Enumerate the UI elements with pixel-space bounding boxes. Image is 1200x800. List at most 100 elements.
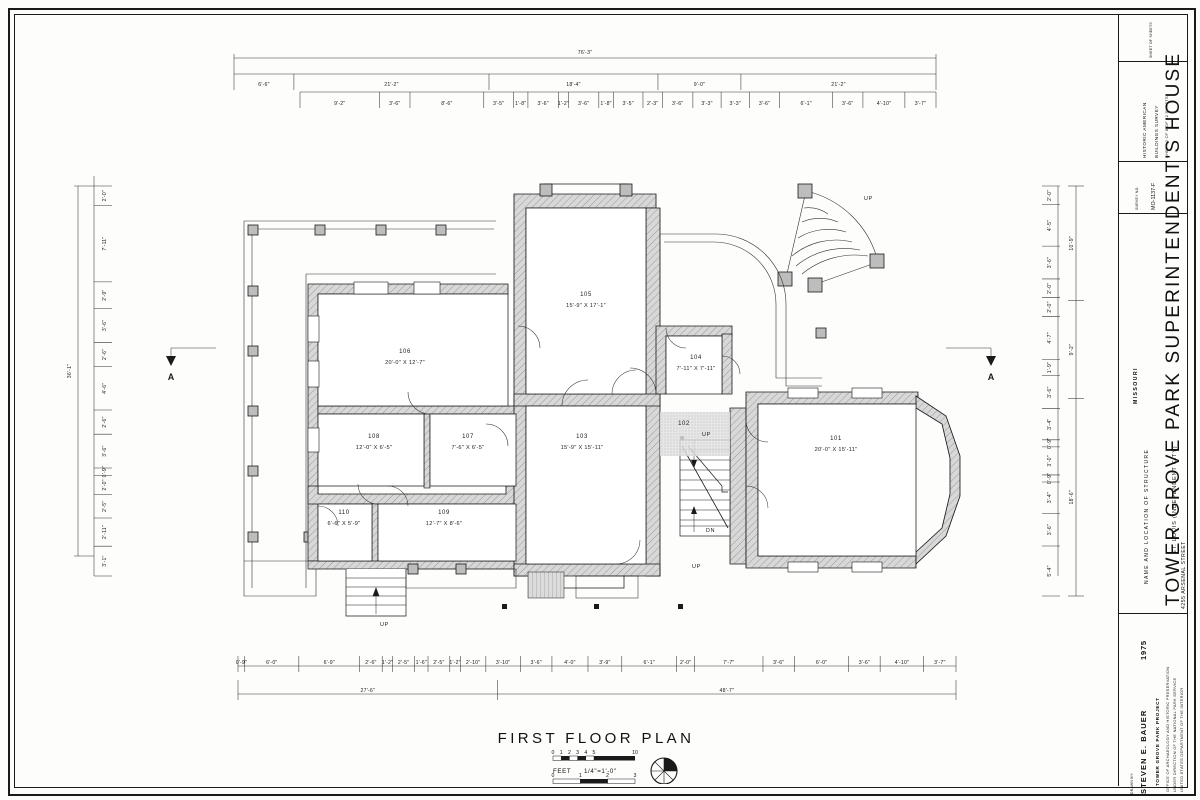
window-openings-101 (787, 387, 883, 573)
dim-bottom-18: 6'-0" (816, 660, 827, 666)
dim-right-8: 3'-4" (1047, 419, 1053, 430)
dim-right-9: 0'-9" (1047, 438, 1053, 449)
section-marker-right: A (946, 347, 996, 382)
tb-address: 4255 ARSENAL STREET (1181, 541, 1187, 609)
dim-right-2: 3'-6" (1047, 257, 1053, 268)
wall-east-bay (915, 395, 961, 565)
dim-bottom-13: 3'-9" (599, 660, 610, 666)
svg-text:A: A (988, 372, 995, 382)
sheet-border-outer (8, 8, 1196, 796)
dim-top-row2-12: 3'-3" (701, 101, 712, 107)
room-number-103: 103 (576, 434, 588, 440)
room-104-floor (665, 335, 723, 395)
dim-left-2: 2'-9" (102, 290, 108, 301)
tb-survey-no: MO-1137-F (1151, 182, 1157, 210)
room-101-floor (757, 403, 917, 557)
svg-text:UP: UP (692, 564, 701, 570)
dim-top-row2-8: 1'-8" (600, 101, 611, 107)
room-size-108: 12'-0" X 6'-5" (356, 445, 392, 451)
dim-right-5: 4'-7" (1047, 332, 1053, 343)
dim-bottom-6: 1'-6" (416, 660, 427, 666)
room-size-105: 15'-9" X 17'-1" (566, 303, 606, 309)
room-size-109: 12'-7" X 8'-6" (426, 521, 462, 527)
dim-bottom-16: 7'-7" (723, 660, 734, 666)
pier-markers-south (502, 604, 683, 609)
tb-survey-cell: SURVEY NO. MO-1137-F (1119, 162, 1187, 214)
scale-meters-tick-3: 3 (633, 773, 636, 779)
wall-105-103 (513, 393, 661, 407)
dim-top-row1-1: 21'-2" (384, 82, 398, 88)
dim-bottom-7: 2'-5" (433, 660, 444, 666)
tb-agency-line2: BUILDINGS SURVEY (1154, 105, 1159, 158)
dim-left-9: 2'-0" (102, 479, 108, 490)
dim-top-row2-16: 3'-6" (842, 101, 853, 107)
door-swings (317, 325, 769, 565)
dim-left-0: 2'-0" (102, 190, 108, 201)
svg-text:FIRST FLOOR PLAN: FIRST FLOOR PLAN (498, 730, 695, 747)
dim-right-group-2: 18'-6" (1069, 490, 1075, 504)
svg-text:36'-1": 36'-1" (67, 364, 73, 378)
dim-left-10: 2'-5" (102, 501, 108, 512)
dim-right-0: 2'-0" (1047, 190, 1053, 201)
room-number-108: 108 (368, 434, 380, 440)
fireplace-hatch (527, 412, 730, 599)
wall-partition-108-107 (423, 409, 431, 489)
room-size-103: 15'-9" X 15'-11" (561, 445, 604, 451)
dim-top-row2-1: 3'-6" (389, 101, 400, 107)
veranda-piers (247, 224, 447, 543)
svg-text:UP: UP (864, 196, 873, 202)
dim-bottom-total-0: 27'-6" (361, 688, 375, 694)
compass-rose-icon (650, 757, 678, 784)
section-marker-left: A (166, 347, 216, 382)
tb-name-label: NAME AND LOCATION OF STRUCTURE (1144, 448, 1150, 584)
tb-project-line2: OFFICE OF ARCHAEOLOGY AND HISTORIC PRESE… (1165, 666, 1170, 792)
room-107-floor (429, 413, 517, 487)
room-number-110: 110 (338, 510, 349, 516)
dim-right-group-1: 9'-2" (1069, 344, 1075, 355)
tb-project-line1: TOWER GROVE PARK PROJECT (1155, 697, 1160, 786)
dim-bottom-8: 1'-2" (449, 660, 460, 666)
scale-feet-tick-1: 1 (560, 750, 563, 756)
dim-bottom-20: 4'-10" (895, 660, 909, 666)
dim-top-row1-3: 9'-0" (694, 82, 705, 88)
wall-partition-109-110 (371, 503, 379, 565)
dim-left-4: 2'-6" (102, 349, 108, 360)
tb-sheet-label: SHEET OF SHEETS (1149, 22, 1153, 58)
room-number-107: 107 (462, 434, 474, 440)
dim-right-12: 3'-4" (1047, 492, 1053, 503)
wall-104-east (721, 333, 733, 395)
dim-top-row2-2: 8'-6" (441, 101, 452, 107)
dim-top-row2-9: 3'-5" (622, 101, 633, 107)
dim-top-row2-5: 3'-6" (537, 101, 548, 107)
dimension-string-right: 2'-0"4'-5"3'-6"2'-0"2'-0"4'-7"1'-9"3'-6"… (1042, 185, 1084, 597)
dim-right-group-0: 10'-9" (1069, 236, 1075, 250)
tb-year: 1975 (1139, 640, 1148, 660)
porch-connector (660, 233, 827, 387)
scale-feet-tick-4: 4 (584, 750, 587, 756)
dim-right-10: 3'-0" (1047, 455, 1053, 466)
dim-right-3: 2'-0" (1047, 283, 1053, 294)
dim-bottom-21: 3'-7" (934, 660, 945, 666)
dim-top-row2-14: 3'-6" (759, 101, 770, 107)
dim-top-row2-4: 1'-8" (515, 101, 526, 107)
scale-meters-tick-1: 1 (579, 773, 582, 779)
room-109-floor (377, 503, 517, 562)
room-number-104: 104 (690, 355, 702, 361)
dim-left-11: 2'-11" (102, 525, 108, 539)
tb-project-line4: UNITED STATES DEPARTMENT OF THE INTERIOR (1179, 687, 1184, 792)
curved-porch (777, 183, 885, 293)
dim-bottom-2: 6'-9" (324, 660, 335, 666)
room-110-floor (317, 503, 373, 562)
dimension-string-left: 36'-1" 2'-0"7'-11"2'-9"3'-6"2'-6"4'-6"2'… (67, 176, 112, 577)
dim-bottom-10: 3'-10" (496, 660, 510, 666)
tb-project-line3: UNDER DIRECTION OF THE NATIONAL PARK SER… (1172, 677, 1177, 792)
dim-bottom-17: 3'-6" (773, 660, 784, 666)
dim-top-row2-0: 9'-2" (334, 101, 345, 107)
svg-text:DN: DN (706, 528, 715, 534)
tb-survey-label: SURVEY NO. (1135, 186, 1139, 210)
scale-feet-tick-2: 2 (568, 750, 571, 756)
